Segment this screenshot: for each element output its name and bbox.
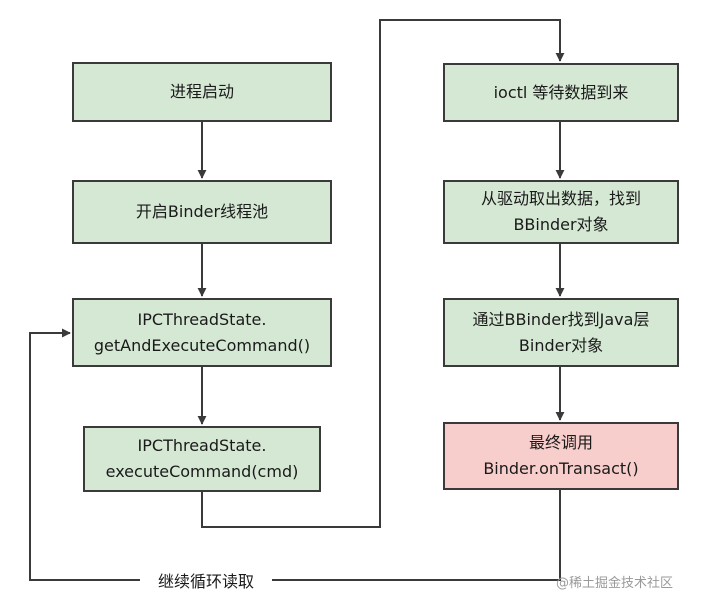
node-find-java-binder-line1: 通过BBinder找到Java层 [472,309,650,329]
node-fetch-bbinder: 从驱动取出数据，找到 BBinder对象 [443,180,679,244]
node-get-and-execute-line1: IPCThreadState. [137,309,267,329]
node-execute-command-line1: IPCThreadState. [137,436,267,455]
watermark: @稀土掘金技术社区 [556,576,674,591]
arrow-execute-to-ioctl [201,19,565,528]
node-get-and-execute-line2: getAndExecuteCommand() [93,335,311,355]
node-process-start-text: 进程启动 [169,82,234,101]
node-open-threadpool: 开启Binder线程池 [72,180,332,244]
node-on-transact-line1: 最终调用 [528,433,593,452]
node-fetch-bbinder-line1: 从驱动取出数据，找到 [480,189,641,208]
node-ioctl-wait-text: ioctl 等待数据到来 [493,82,629,102]
node-on-transact-line2: Binder.onTransact() [483,459,639,478]
node-ioctl-wait: ioctl 等待数据到来 [443,63,679,122]
node-find-java-binder-line2: Binder对象 [518,335,604,355]
node-find-java-binder: 通过BBinder找到Java层 Binder对象 [443,298,679,367]
node-execute-command: IPCThreadState. executeCommand(cmd) [83,426,321,492]
loop-label: 继续循环读取 [140,570,272,594]
arrow-loop-back [29,328,561,581]
node-process-start: 进程启动 [72,62,332,122]
node-open-threadpool-text: 开启Binder线程池 [135,202,269,221]
node-get-and-execute-command: IPCThreadState. getAndExecuteCommand() [72,298,332,367]
node-execute-command-line2: executeCommand(cmd) [105,462,299,481]
node-fetch-bbinder-line2: BBinder对象 [513,215,609,234]
node-on-transact: 最终调用 Binder.onTransact() [443,422,679,490]
